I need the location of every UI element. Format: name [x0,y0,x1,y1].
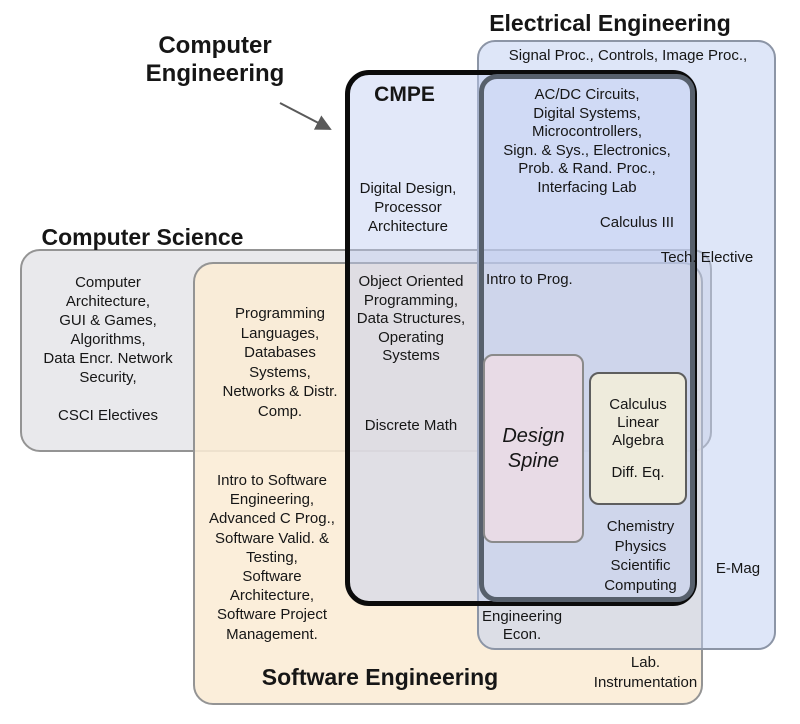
calculus-linear-algebra-label: Calculus Linear Algebra [609,395,667,449]
cmpe-cs-shared-courses-label: Object Oriented Programming, Data Struct… [356,273,466,364]
ee-outer-course-label: Signal Proc., Controls, Image Proc., [508,47,748,64]
emag-label: E-Mag [715,560,761,577]
arrow-icon [279,102,332,130]
math-courses-box: Calculus Linear Algebra Diff. Eq. [589,372,687,505]
design-spine-label: Design Spine [502,424,565,472]
engineering-econ-label: Engineering Econ. [481,608,563,643]
sw-courses-label: Intro to Software Engineering, Advanced … [209,472,335,643]
ee-core-courses-label: AC/DC Circuits, Digital Systems, Microco… [503,86,671,196]
diff-eq-label: Diff. Eq. [611,463,665,481]
calculus-iii-label: Calculus III [599,214,675,231]
computer-engineering-title: Computer Engineering [145,32,285,87]
tech-elective-label: Tech. Elective [660,249,754,266]
discrete-math-label: Discrete Math [364,417,458,434]
electrical-engineering-region [477,40,776,650]
lab-instrumentation-label: Lab. Instrumentation [593,654,698,691]
design-spine-box: Design Spine [483,354,584,543]
cs-courses-label: Computer Architecture, GUI & Games, Algo… [43,274,173,424]
software-engineering-title: Software Engineering [261,664,499,690]
chemistry-physics-label: Chemistry Physics Scientific Computing [604,518,677,594]
computer-science-title: Computer Science [41,224,244,250]
electrical-engineering-title: Electrical Engineering [489,10,731,36]
intro-prog-label: Intro to Prog. [486,271,573,288]
cmpe-label: CMPE [374,83,435,106]
sw-cs-shared-courses-label: Programming Languages, Databases Systems… [222,305,338,420]
cmpe-courses-label: Digital Design, Processor Architecture [359,180,457,235]
electrical-engineering-core-region [479,74,695,602]
